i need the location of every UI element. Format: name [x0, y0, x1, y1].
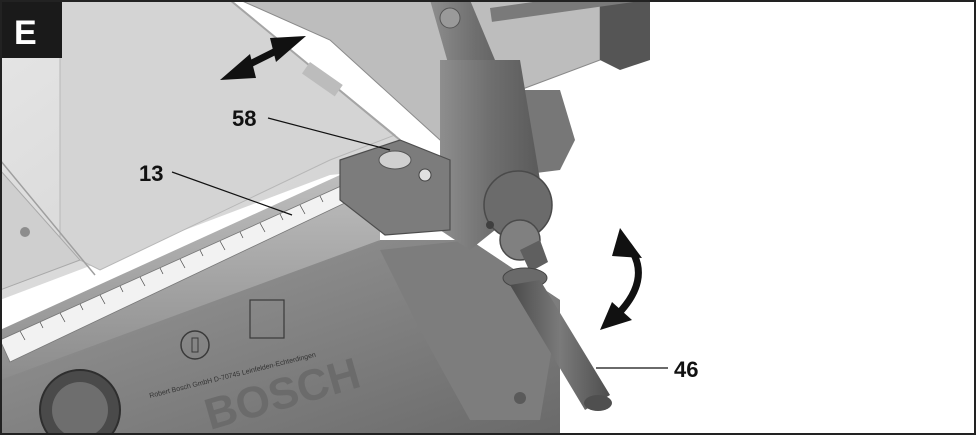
- clamping-lever: [502, 240, 612, 411]
- info-icon: [180, 330, 210, 360]
- callout-13-leader: [171, 171, 293, 216]
- warning-label-icon: [249, 299, 285, 339]
- figure-badge: [2, 2, 62, 58]
- fence-lock-block: [339, 139, 451, 236]
- table-top: [0, 0, 401, 300]
- scale-ticks: [19, 186, 346, 341]
- rip-fence: [239, 0, 651, 261]
- figure-badge-letter: E: [14, 14, 37, 52]
- callout-46-label: 46: [674, 357, 698, 382]
- slide-direction-arrow: [220, 36, 306, 80]
- lock-screw-icon: [418, 168, 432, 182]
- callout-58-leader: [267, 117, 391, 151]
- callout-13-label: 13: [139, 161, 163, 186]
- fence-bolt-icon: [439, 7, 461, 29]
- callout-58-label: 58: [232, 106, 256, 131]
- lever-rotation-arrow: [600, 228, 642, 330]
- front-rail: [0, 175, 380, 380]
